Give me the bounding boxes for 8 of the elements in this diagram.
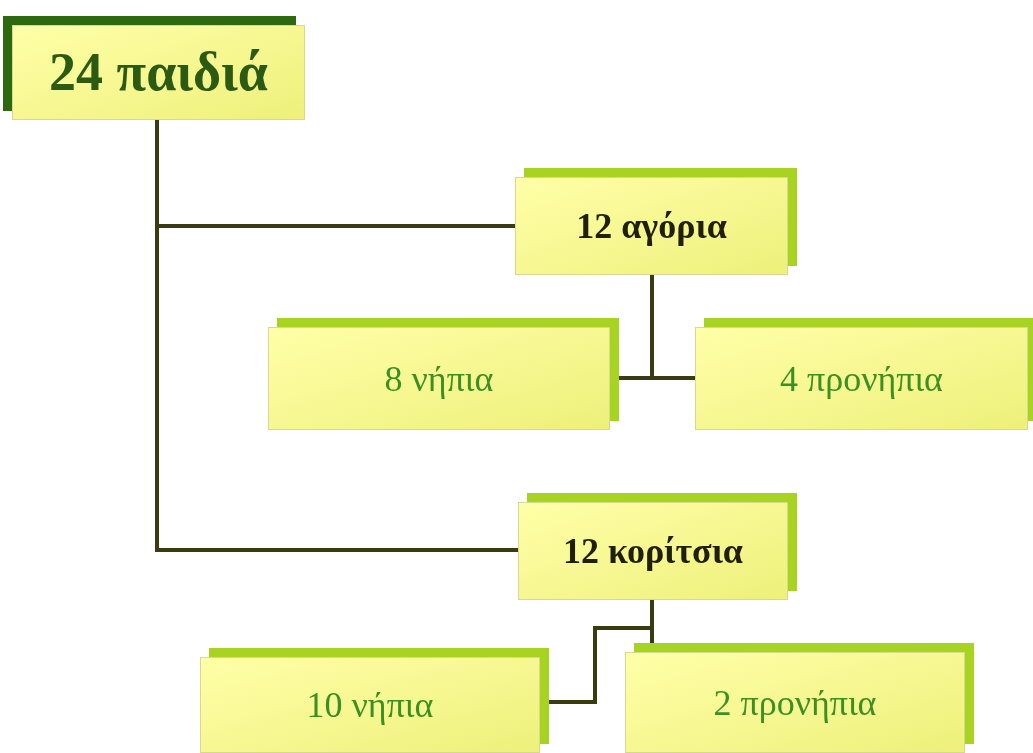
- box-label: 4 προνήπια: [780, 357, 943, 401]
- box-label: 24 παιδιά: [49, 41, 268, 104]
- box-label: 12 κορίτσια: [563, 530, 743, 573]
- box-label: 12 αγόρια: [576, 205, 727, 248]
- box-label: 8 νήπια: [384, 357, 494, 401]
- box-label: 10 νήπια: [306, 684, 434, 727]
- connector-line: [650, 275, 695, 380]
- box-label: 2 προνήπια: [713, 681, 877, 725]
